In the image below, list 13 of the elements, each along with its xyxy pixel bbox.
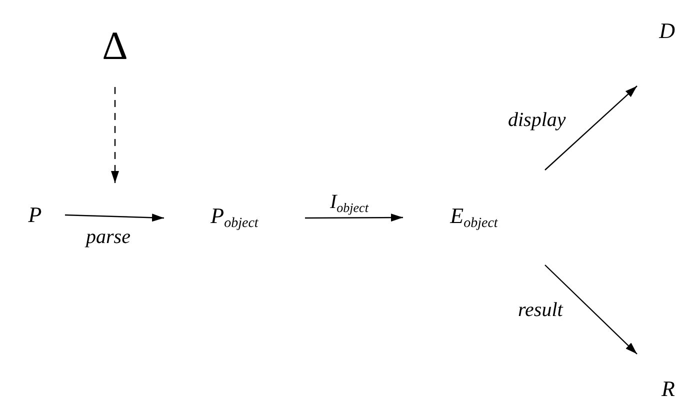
node-label: Δ xyxy=(102,26,128,66)
node-label: P$_{object}$ xyxy=(210,205,258,231)
node-label: R xyxy=(662,378,675,400)
arrow xyxy=(544,264,638,354)
edge-label: I$_{object}$ xyxy=(330,192,368,214)
arrow xyxy=(544,86,638,170)
node-label: P xyxy=(28,204,42,226)
dashed-arrow xyxy=(111,87,119,183)
node-label: D xyxy=(659,20,675,42)
edge-label: display xyxy=(508,110,566,130)
node-label: E$_{object}$ xyxy=(450,204,498,230)
arrow xyxy=(64,214,164,222)
arrow xyxy=(305,214,403,222)
